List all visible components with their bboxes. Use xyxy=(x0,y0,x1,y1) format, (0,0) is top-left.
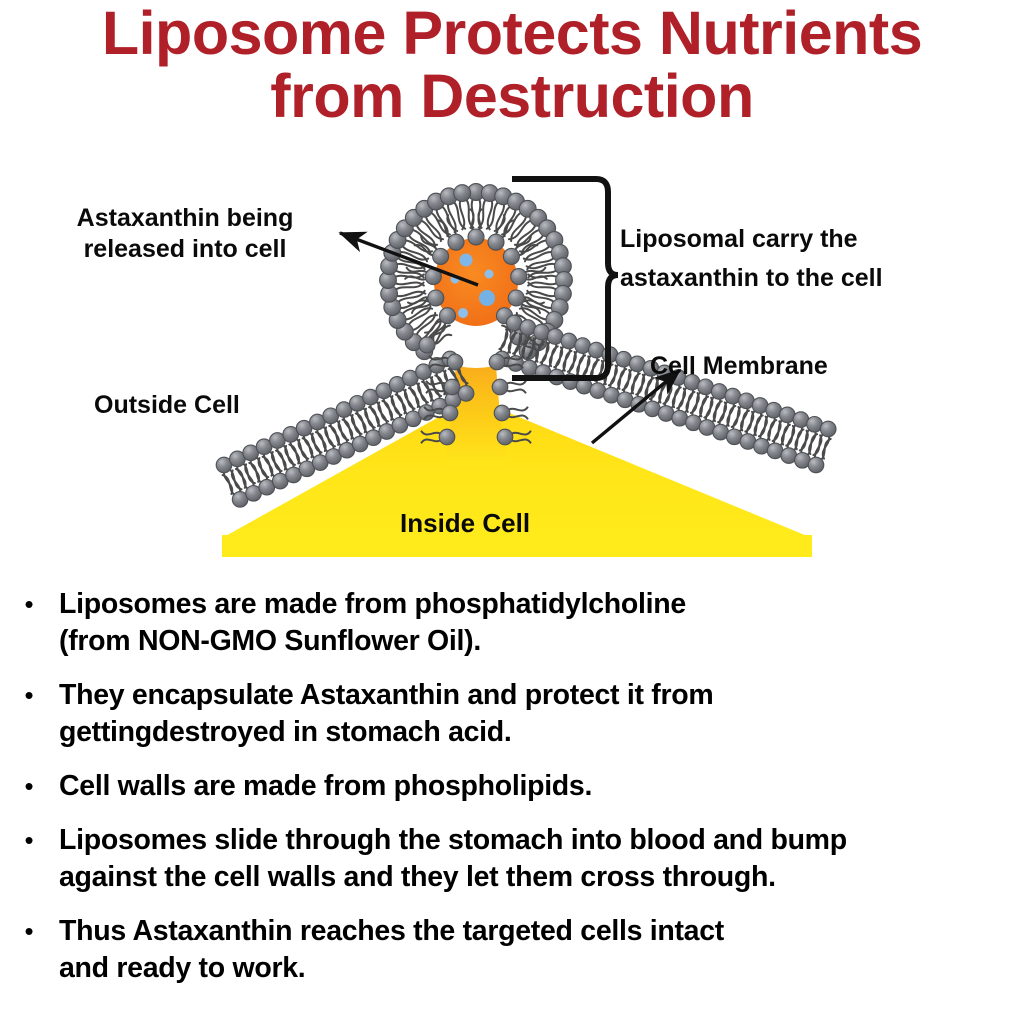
annotation-layer xyxy=(338,176,682,445)
bullet-marker-icon: • xyxy=(24,916,34,946)
label-inside-cell: Inside Cell xyxy=(400,508,531,538)
list-item-text: Thus Astaxanthin reaches the targeted ce… xyxy=(59,915,724,984)
astaxanthin-release-arrow xyxy=(338,231,479,287)
fusion-neck-phospholipids xyxy=(420,353,532,446)
list-item-text: Liposomes are made from phosphatidylchol… xyxy=(59,588,686,657)
list-item: • Liposomes are made from phosphatidylcho… xyxy=(0,586,1024,660)
label-liposomal-carry: Liposomal carry the astaxanthin to the c… xyxy=(620,225,883,292)
list-item-text: Cell walls are made from phospholipids. xyxy=(59,770,593,802)
list-item-text: They encapsulate Astaxanthin and protect… xyxy=(59,679,714,748)
label-outside-cell: Outside Cell xyxy=(94,391,240,419)
label-cell-membrane: Cell Membrane xyxy=(650,352,828,380)
diagram-illustration xyxy=(215,176,837,557)
bullet-marker-icon: • xyxy=(24,825,34,855)
bullet-marker-icon: • xyxy=(24,680,34,710)
list-item-text: Liposomes slide through the stomach into… xyxy=(59,824,847,893)
cell-membrane-arrow xyxy=(590,368,682,445)
list-item: • Liposomes slide through the stomach int… xyxy=(0,822,1024,896)
key-points-list: • Liposomes are made from phosphatidylcho… xyxy=(0,586,1024,1004)
list-item: • Thus Astaxanthin reaches the targeted c… xyxy=(0,913,1024,987)
liposome-cell-diagram: Astaxanthin being released into cell Out… xyxy=(0,165,1024,575)
list-item: • They encapsulate Astaxanthin and protec… xyxy=(0,677,1024,751)
cargo-core-phospholipids xyxy=(404,208,548,356)
page-title: Liposome Protects Nutrients from Destruc… xyxy=(0,0,1024,128)
bullet-marker-icon: • xyxy=(24,771,34,801)
title-line-1: Liposome Protects Nutrients xyxy=(101,0,923,67)
liposome-brace xyxy=(512,176,619,381)
title-line-2: from Destruction xyxy=(270,62,754,130)
bullet-marker-icon: • xyxy=(24,589,34,619)
label-astaxanthin-release: Astaxanthin being released into cell xyxy=(76,204,294,263)
list-item: • Cell walls are made from phospholipids. xyxy=(0,768,1024,805)
cytoplasm-fill xyxy=(222,408,812,557)
